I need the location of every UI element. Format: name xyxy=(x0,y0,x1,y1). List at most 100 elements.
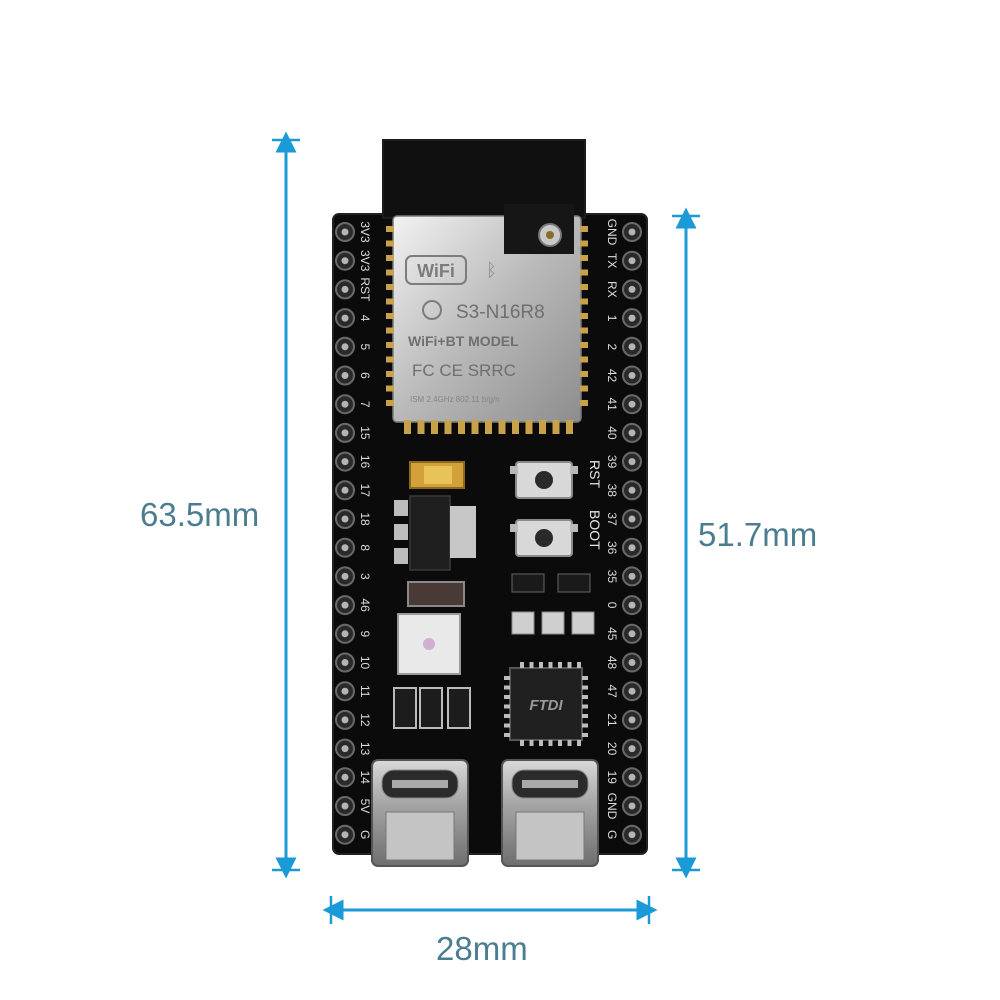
header-pin-tip xyxy=(341,429,349,437)
bluetooth-icon: ᛒ xyxy=(486,260,497,281)
module-pad xyxy=(580,342,588,348)
header-pin-tip xyxy=(628,630,636,638)
module-pad xyxy=(386,327,394,334)
module-pad xyxy=(580,371,588,377)
left-pin-label: 13 xyxy=(358,742,372,756)
right-pin-label: 38 xyxy=(605,484,619,498)
module-pad xyxy=(386,298,394,305)
header-pin-tip xyxy=(341,458,349,466)
chip-pin xyxy=(539,740,543,746)
transistors xyxy=(511,573,591,593)
rgb-led xyxy=(397,613,461,675)
header-pin-tip xyxy=(628,687,636,695)
left-pin-label: 5V xyxy=(358,799,372,814)
left-pin-label: 7 xyxy=(358,401,372,408)
module-pad xyxy=(580,400,588,406)
left-pin-label: 16 xyxy=(358,455,372,469)
left-pin-label: 18 xyxy=(358,512,372,526)
chip-pin xyxy=(520,662,524,668)
header-pin-tip xyxy=(628,486,636,494)
header-pin-tip xyxy=(628,716,636,724)
module-pad xyxy=(386,313,394,319)
header-pin-tip xyxy=(341,515,349,523)
chip-pin xyxy=(582,676,588,680)
header-pin-tip xyxy=(341,831,349,839)
header-pin-tip xyxy=(341,285,349,293)
header-pin-tip xyxy=(341,257,349,265)
header-pin-tip xyxy=(628,228,636,236)
left-pin-label: 3V3 xyxy=(358,221,372,243)
boot-label: BOOT xyxy=(587,510,603,550)
header-pin-tip xyxy=(628,372,636,379)
header-pin-tip xyxy=(341,687,349,695)
header-pin-tip xyxy=(341,400,349,408)
module-model-text: S3-N16R8 xyxy=(456,302,545,323)
header-pin-tip xyxy=(341,544,349,552)
right-pin-label: 0 xyxy=(605,602,619,609)
module-pad xyxy=(386,342,394,348)
height-dimension-label: 63.5mm xyxy=(140,496,260,533)
module-pad xyxy=(458,420,465,434)
right-pin-label: 37 xyxy=(605,512,619,526)
chip-pin xyxy=(582,733,588,737)
chip-pin xyxy=(539,662,543,668)
right-pin-label: 19 xyxy=(605,771,619,785)
chip-pin xyxy=(504,704,510,709)
chip-pin xyxy=(504,714,510,718)
boot-button xyxy=(510,519,578,557)
left-pin-label: 3 xyxy=(358,573,372,580)
header-pin-tip xyxy=(628,458,636,466)
right-pin-label: 2 xyxy=(605,343,619,350)
left-pin-label: 46 xyxy=(358,598,372,612)
header-pin-tip xyxy=(341,601,349,609)
module-subtitle-text: WiFi+BT MODEL xyxy=(408,333,519,349)
left-pin-label: 17 xyxy=(358,484,372,498)
usb-c-port-left xyxy=(371,759,469,867)
header-pin-tip xyxy=(341,228,349,236)
chip-pin xyxy=(504,733,510,737)
module-pad xyxy=(580,269,588,276)
chip-pin xyxy=(504,676,510,680)
chip-pin xyxy=(582,685,588,690)
chip-pin xyxy=(548,740,553,746)
left-pin-label: G xyxy=(358,830,372,839)
fuse xyxy=(407,581,465,607)
chip-pin xyxy=(504,723,510,728)
header-pin-tip xyxy=(628,831,636,839)
right-pin-label: 41 xyxy=(605,398,619,412)
module-pad xyxy=(580,356,588,363)
header-pin-tip xyxy=(628,515,636,523)
right-pin-label: 40 xyxy=(605,426,619,440)
header-pin-tip xyxy=(341,745,349,753)
header-pin-tip xyxy=(341,372,349,379)
header-pin-tip xyxy=(628,343,636,351)
chip-logo-text: FTDI xyxy=(529,697,563,714)
header-pin-tip xyxy=(628,601,636,609)
module-pad xyxy=(498,420,506,434)
chip-pin xyxy=(582,704,588,709)
rst-button xyxy=(510,461,578,499)
left-pin-label: 8 xyxy=(358,544,372,551)
chip-pin xyxy=(577,740,581,746)
left-pin-label: RST xyxy=(358,277,372,302)
chip-pin xyxy=(529,662,534,668)
left-pin-label: 5 xyxy=(358,343,372,350)
cert-icon xyxy=(422,300,442,320)
chip-pin xyxy=(558,662,562,668)
module-pad xyxy=(386,255,394,261)
left-pin-label: 4 xyxy=(358,315,372,322)
right-pin-label: 36 xyxy=(605,541,619,555)
chip-pin xyxy=(582,714,588,718)
module-pad xyxy=(580,327,588,334)
right-pin-label: GND xyxy=(605,219,619,246)
diodes xyxy=(393,687,471,729)
header-pin-tip xyxy=(341,630,349,638)
module-fineprint: ISM 2.4GHz 802.11 b/g/n xyxy=(410,395,500,404)
right-pin-label: 45 xyxy=(605,627,619,641)
module-pad xyxy=(444,420,452,434)
chip-pin xyxy=(558,740,562,746)
height-dimension-line xyxy=(272,131,300,879)
